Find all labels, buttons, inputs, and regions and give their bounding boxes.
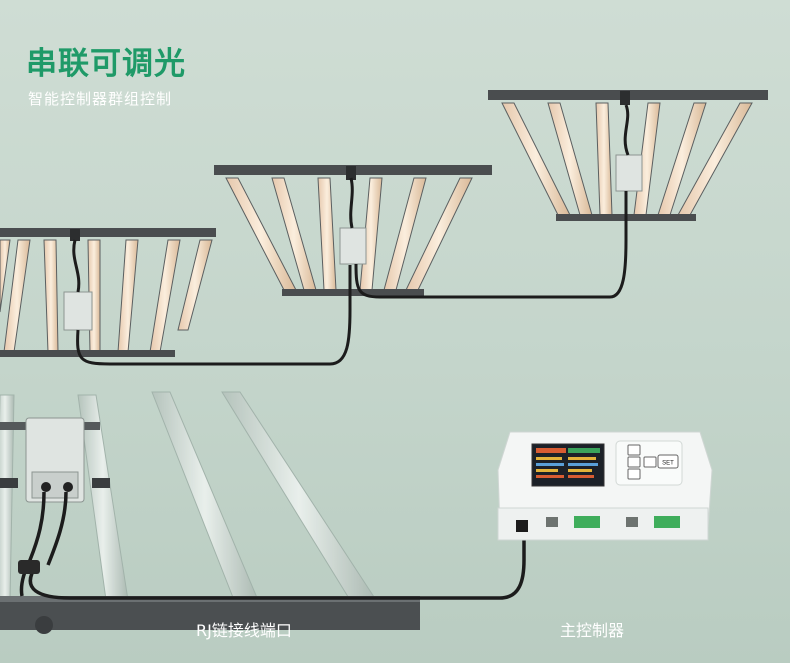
screen-readout: [536, 448, 600, 478]
grow-light-fixture-middle: [214, 165, 492, 296]
right-button[interactable]: [643, 456, 657, 468]
page-subtitle: 智能控制器群组控制: [28, 90, 173, 108]
main-controller: SET: [497, 431, 713, 541]
controller-ports: [516, 516, 680, 532]
enter-button[interactable]: [627, 468, 641, 480]
down-button[interactable]: [627, 456, 641, 468]
set-button[interactable]: [657, 454, 679, 469]
connector: [18, 560, 40, 574]
main-controller-label: 主控制器: [560, 621, 625, 640]
set-button-label: SET: [662, 461, 674, 467]
rj-port-label: RJ链接线端口: [196, 621, 292, 640]
daisy-chain-cables: [72, 104, 630, 366]
rj-link-cables: [19, 491, 526, 600]
grow-light-fixture-right: [488, 90, 768, 221]
up-button[interactable]: [627, 444, 641, 456]
fixture-closeup: [0, 391, 420, 634]
grow-light-fixture-left: [0, 228, 216, 357]
page-title: 串联可调光: [26, 46, 186, 82]
